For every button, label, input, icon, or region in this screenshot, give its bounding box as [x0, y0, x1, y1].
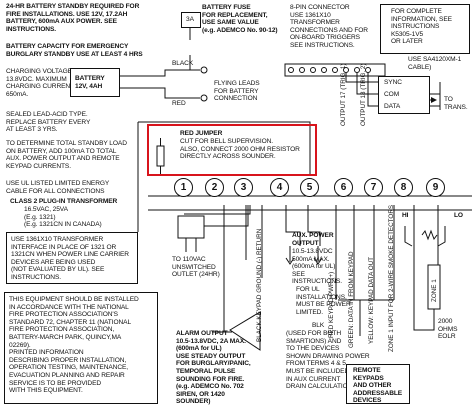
- battery-capacity-note: BATTERY CAPACITY FOR EMERGENCY BURGLARY …: [6, 43, 143, 58]
- zone1-label: ZONE 1: [431, 279, 438, 302]
- terminal-4[interactable]: 4: [270, 178, 289, 197]
- terminal-6[interactable]: 6: [334, 178, 353, 197]
- complete-info-box: FOR COMPLETE INFORMATION, SEE INSTRUCTIO…: [380, 4, 470, 54]
- red-jumper-body: CUT FOR BELL SUPERVISION. ALSO, CONNECT …: [180, 138, 300, 161]
- blk-label: BLK: [312, 322, 325, 329]
- complete-info-text: FOR COMPLETE INFORMATION, SEE INSTRUCTIO…: [391, 8, 452, 46]
- pin-connector-note: 8-PIN CONNECTOR USE 1361X10 TRANSFORMER …: [290, 4, 368, 49]
- fuse-value: 3A: [186, 16, 194, 23]
- remote-keypads-box: REMOTE KEYPADS AND OTHER ADDRESSABLE DEV…: [346, 364, 410, 404]
- battery-fuse-note: BATTERY FUSE FOR REPLACEMENT, USE SAME V…: [202, 4, 278, 34]
- keypad-ground-label: BLACK KEYPAD GROUND (-) RETURN: [256, 228, 263, 342]
- red-lead-label: RED: [172, 100, 186, 107]
- ul-cable-note: USE UL LISTED LIMITED ENERGY CABLE FOR A…: [6, 180, 110, 195]
- standby-load-note: TO DETERMINE TOTAL STANDBY LOAD ON BATTE…: [6, 140, 127, 170]
- zone1-input-label: ZONE 1 INPUT FOR 2-WIRE SMOKE DETECTORS: [388, 204, 395, 352]
- fuse: 3A: [181, 12, 201, 28]
- keypad-power-notes: (USED FOR BOTH SMARTIONS) AND TO THE DEV…: [286, 330, 370, 391]
- transformer-note-box: USE 1361X10 TRANSFORMER INTERFACE IN PLA…: [6, 232, 138, 284]
- outlet-label: TO 110VAC UNSWITCHED OUTLET (24HR): [172, 256, 220, 279]
- lo-label: LO: [454, 212, 463, 219]
- output-18-label: OUTPUT 18 (TRIG. 2): [360, 63, 367, 126]
- output-17-label: OUTPUT 17 (TRIG. 1): [340, 63, 347, 126]
- red-jumper-highlight: [147, 124, 317, 176]
- sync-com-data-block: [378, 76, 430, 114]
- install-note-box: THIS EQUIPMENT SHOULD BE INSTALLED IN AC…: [4, 292, 158, 404]
- to-trans-label: TO TRANS.: [444, 96, 468, 111]
- class2-transformer-detail: 16.5VAC, 25VA (E.g. 1321) (E.g. 1321CN I…: [24, 206, 102, 229]
- terminal-7[interactable]: 7: [364, 178, 383, 197]
- hi-label: HI: [402, 212, 409, 219]
- battery: BATTERY 12V, 4AH: [70, 68, 120, 97]
- sync-label: SYNC: [384, 79, 402, 86]
- aux-power-ul: FOR UL INSTALLATIONS, MUST BE POWER LIMI…: [296, 286, 351, 316]
- flying-leads-label: FLYING LEADS FOR BATTERY CONNECTION: [214, 80, 260, 103]
- com-label: COM: [384, 91, 400, 98]
- red-jumper-title: RED JUMPER: [180, 130, 223, 137]
- terminal-9[interactable]: 9: [426, 178, 445, 197]
- alarm-output-note: ALARM OUTPUT 10.5-13.8VDC, 2A MAX. (600m…: [176, 330, 251, 406]
- aux-power-title: AUX. POWER OUTPUT: [292, 232, 334, 247]
- terminal-3[interactable]: 3: [234, 178, 253, 197]
- terminal-5[interactable]: 5: [300, 178, 319, 197]
- terminal-2[interactable]: 2: [205, 178, 224, 197]
- class2-transformer-title: CLASS 2 PLUG-IN TRANSFORMER: [10, 198, 118, 205]
- battery-label: BATTERY 12V, 4AH: [75, 75, 105, 90]
- terminal-1[interactable]: 1: [174, 178, 193, 197]
- eolr-label: 2000 OHMS EOLR: [438, 318, 458, 341]
- install-note-text: THIS EQUIPMENT SHOULD BE INSTALLED IN AC…: [9, 296, 139, 395]
- battery-standby-note: 24-HR BATTERY STANDBY REQUIRED FOR FIRE …: [6, 3, 140, 33]
- terminal-8[interactable]: 8: [394, 178, 413, 197]
- remote-keypads-label: REMOTE KEYPADS AND OTHER ADDRESSABLE DEV…: [353, 367, 403, 405]
- black-lead: [118, 69, 200, 77]
- cable-note: USE SA4120XM-1 CABLE): [408, 56, 462, 71]
- data-label: DATA: [384, 103, 401, 110]
- charging-note: CHARGING VOLTAGE 13.8VDC. MAXIMUM CHARGI…: [6, 68, 75, 98]
- red-lead: [118, 87, 200, 99]
- sealed-battery-note: SEALED LEAD-ACID TYPE. REPLACE BATTERY E…: [6, 111, 91, 134]
- transformer-note-text: USE 1361X10 TRANSFORMER INTERFACE IN PLA…: [11, 236, 129, 281]
- aux-power-detail: 10.5-13.8VDC 500mA MAX. (600mA for UL) S…: [292, 248, 342, 286]
- black-lead-label: BLACK: [172, 60, 194, 67]
